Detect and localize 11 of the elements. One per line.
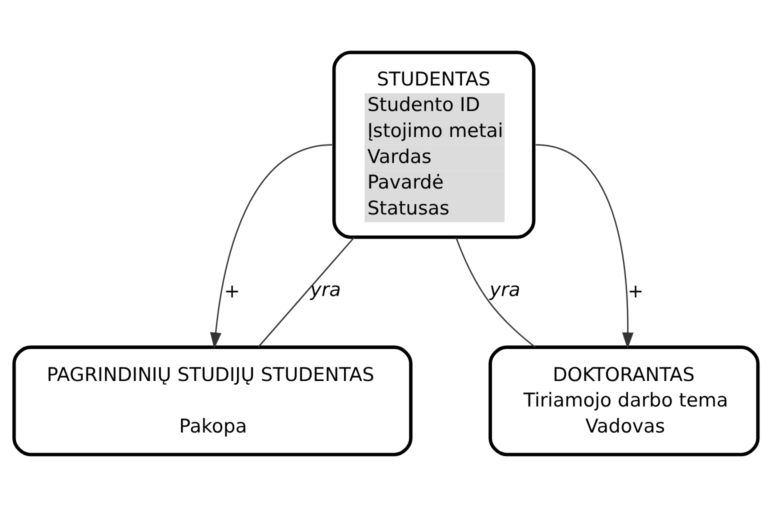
edge-label: yra <box>490 278 520 300</box>
edge-label: + <box>224 280 240 302</box>
edge-label: yra <box>310 278 341 300</box>
edge-label: + <box>628 280 644 302</box>
arrow <box>536 144 634 348</box>
node-box: STUDENTAS Studento ID Įstojimo metai Vardas Pavardė Statusas <box>332 50 536 238</box>
node-box: PAGRINDINIŲ STUDIJŲ STUDENTAS Pakopa <box>12 345 412 456</box>
node-box: DOKTORANTAS Tiriamojo darbo tema Vadovas <box>488 345 760 456</box>
connector <box>258 236 355 348</box>
connector <box>456 236 536 348</box>
arrow <box>210 144 332 348</box>
